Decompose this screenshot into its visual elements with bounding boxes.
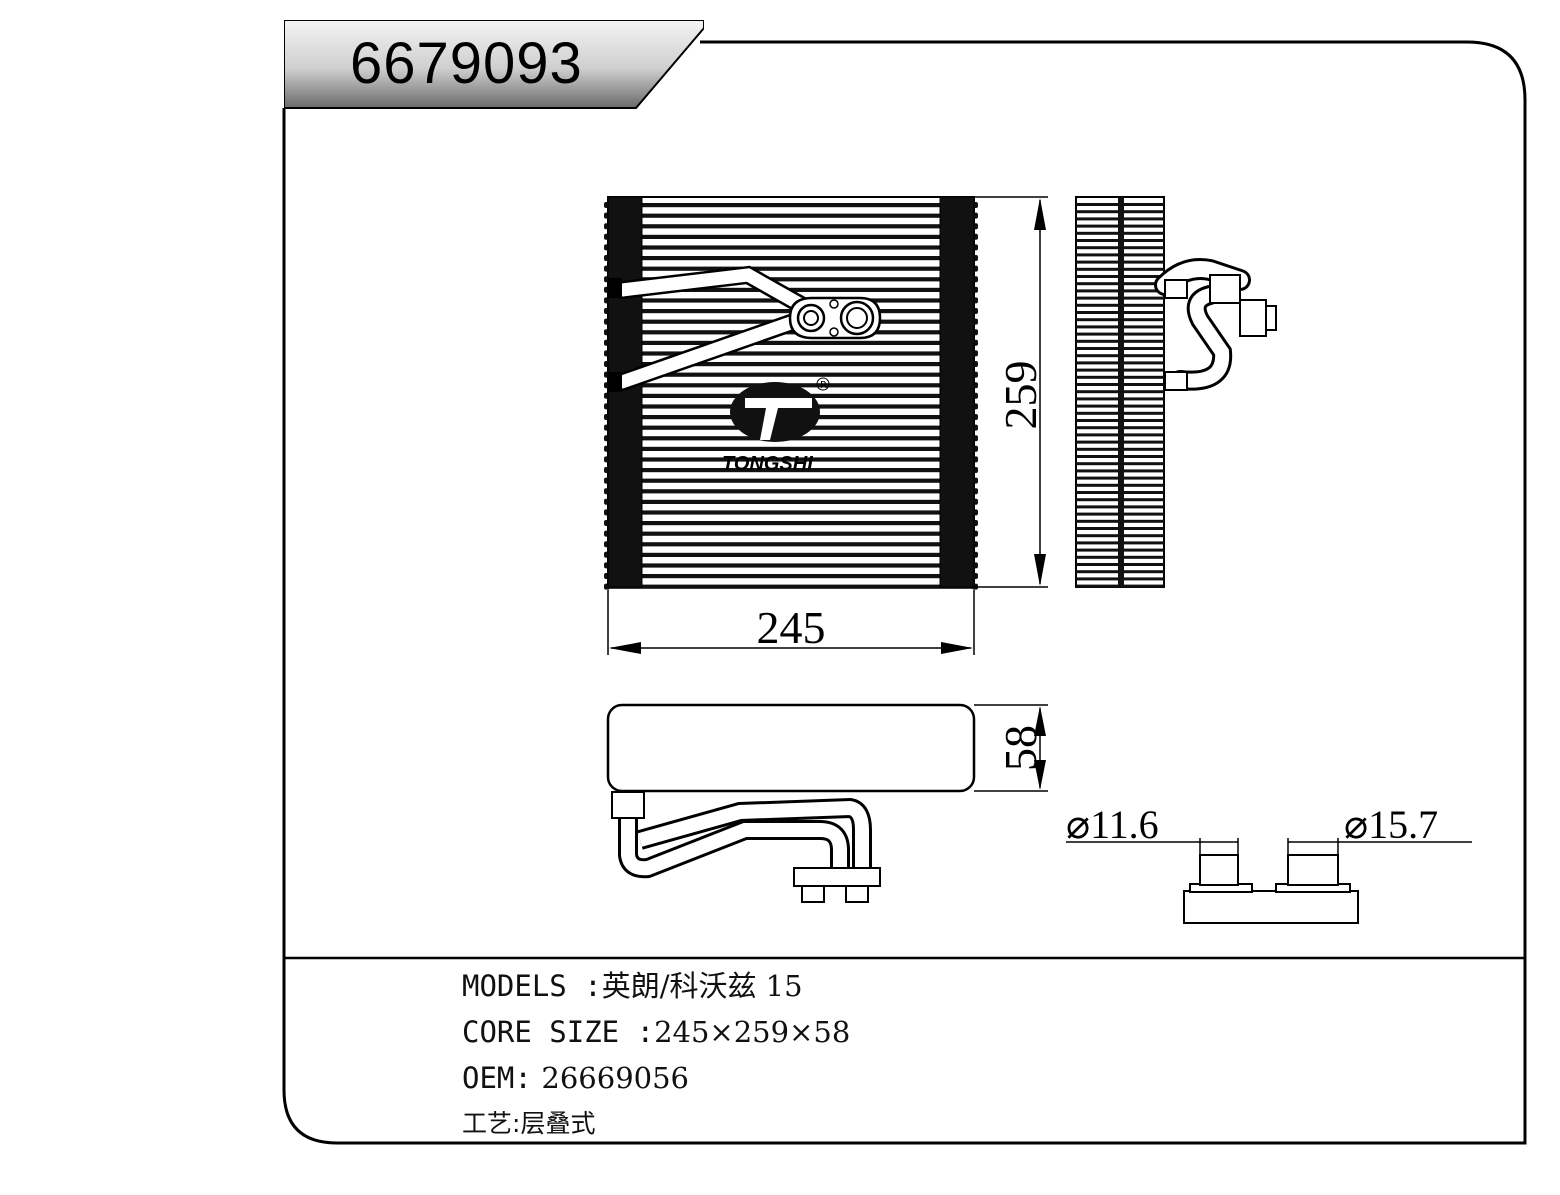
port-small-diameter: ⌀11.6: [1066, 802, 1159, 847]
core-tube-line: [608, 213, 974, 218]
width-value: 245: [757, 602, 826, 653]
registered-mark: R: [820, 380, 827, 391]
depth-dimension: 58: [974, 704, 1048, 792]
core-tube-line: [608, 457, 974, 462]
core-tube-line: [608, 234, 974, 239]
front-view: R TONGSHI: [604, 196, 978, 590]
core-tube-line: [608, 489, 974, 494]
models-label: MODELS :: [462, 969, 602, 1003]
brand-logo: R TONGSHI: [722, 377, 830, 475]
oem-row: OEM: 26669056: [462, 1058, 689, 1099]
depth-value: 58: [995, 725, 1046, 771]
core-tube-line: [608, 574, 974, 579]
part-number-tab: [284, 20, 704, 109]
part-number: 6679093: [350, 31, 583, 96]
core-size-row: CORE SIZE :245×259×58: [462, 1012, 850, 1053]
port-detail: ⌀11.6 ⌀15.7: [1066, 802, 1472, 924]
port-large-diameter: ⌀15.7: [1344, 802, 1438, 847]
core-tube-line: [608, 446, 974, 451]
oem-label: OEM:: [462, 1061, 532, 1095]
top-view: [606, 703, 976, 903]
core-tube-line: [608, 256, 974, 261]
core-tube-line: [608, 531, 974, 536]
core-tube-line: [608, 351, 974, 356]
models-row: MODELS :英朗/科沃兹 15: [462, 966, 803, 1007]
core-tube-line: [608, 224, 974, 229]
models-value: 英朗/科沃兹 15: [601, 969, 803, 1003]
brand-text: TONGSHI: [722, 453, 813, 475]
core-tube-line: [608, 563, 974, 568]
core-tube-line: [608, 499, 974, 504]
core-tube-line: [608, 245, 974, 250]
process-row: 工艺:层叠式: [462, 1104, 595, 1144]
core-tube-line: [608, 552, 974, 557]
width-dimension: 245: [607, 590, 975, 655]
core-tube-line: [608, 510, 974, 515]
core-tube-line: [608, 372, 974, 377]
core-tube-line: [608, 478, 974, 483]
core-tube-line: [608, 542, 974, 547]
core-tube-line: [608, 521, 974, 526]
core-tube-line: [608, 340, 974, 345]
core-size-value: 245×259×58: [654, 1015, 851, 1049]
core-tube-line: [608, 584, 974, 589]
core-size-label: CORE SIZE :: [462, 1015, 655, 1049]
side-view: [1075, 196, 1277, 588]
core-tube-line: [608, 362, 974, 367]
core-tube-line: [608, 266, 974, 271]
core-tube-line: [608, 203, 974, 208]
core-tube-line: [608, 468, 974, 473]
process-value: 层叠式: [520, 1109, 596, 1138]
process-label: 工艺:: [462, 1109, 521, 1138]
core-tube-line: [608, 277, 974, 282]
height-dimension: 259: [974, 196, 1048, 588]
height-value: 259: [995, 361, 1046, 430]
oem-value: 26669056: [541, 1061, 689, 1095]
